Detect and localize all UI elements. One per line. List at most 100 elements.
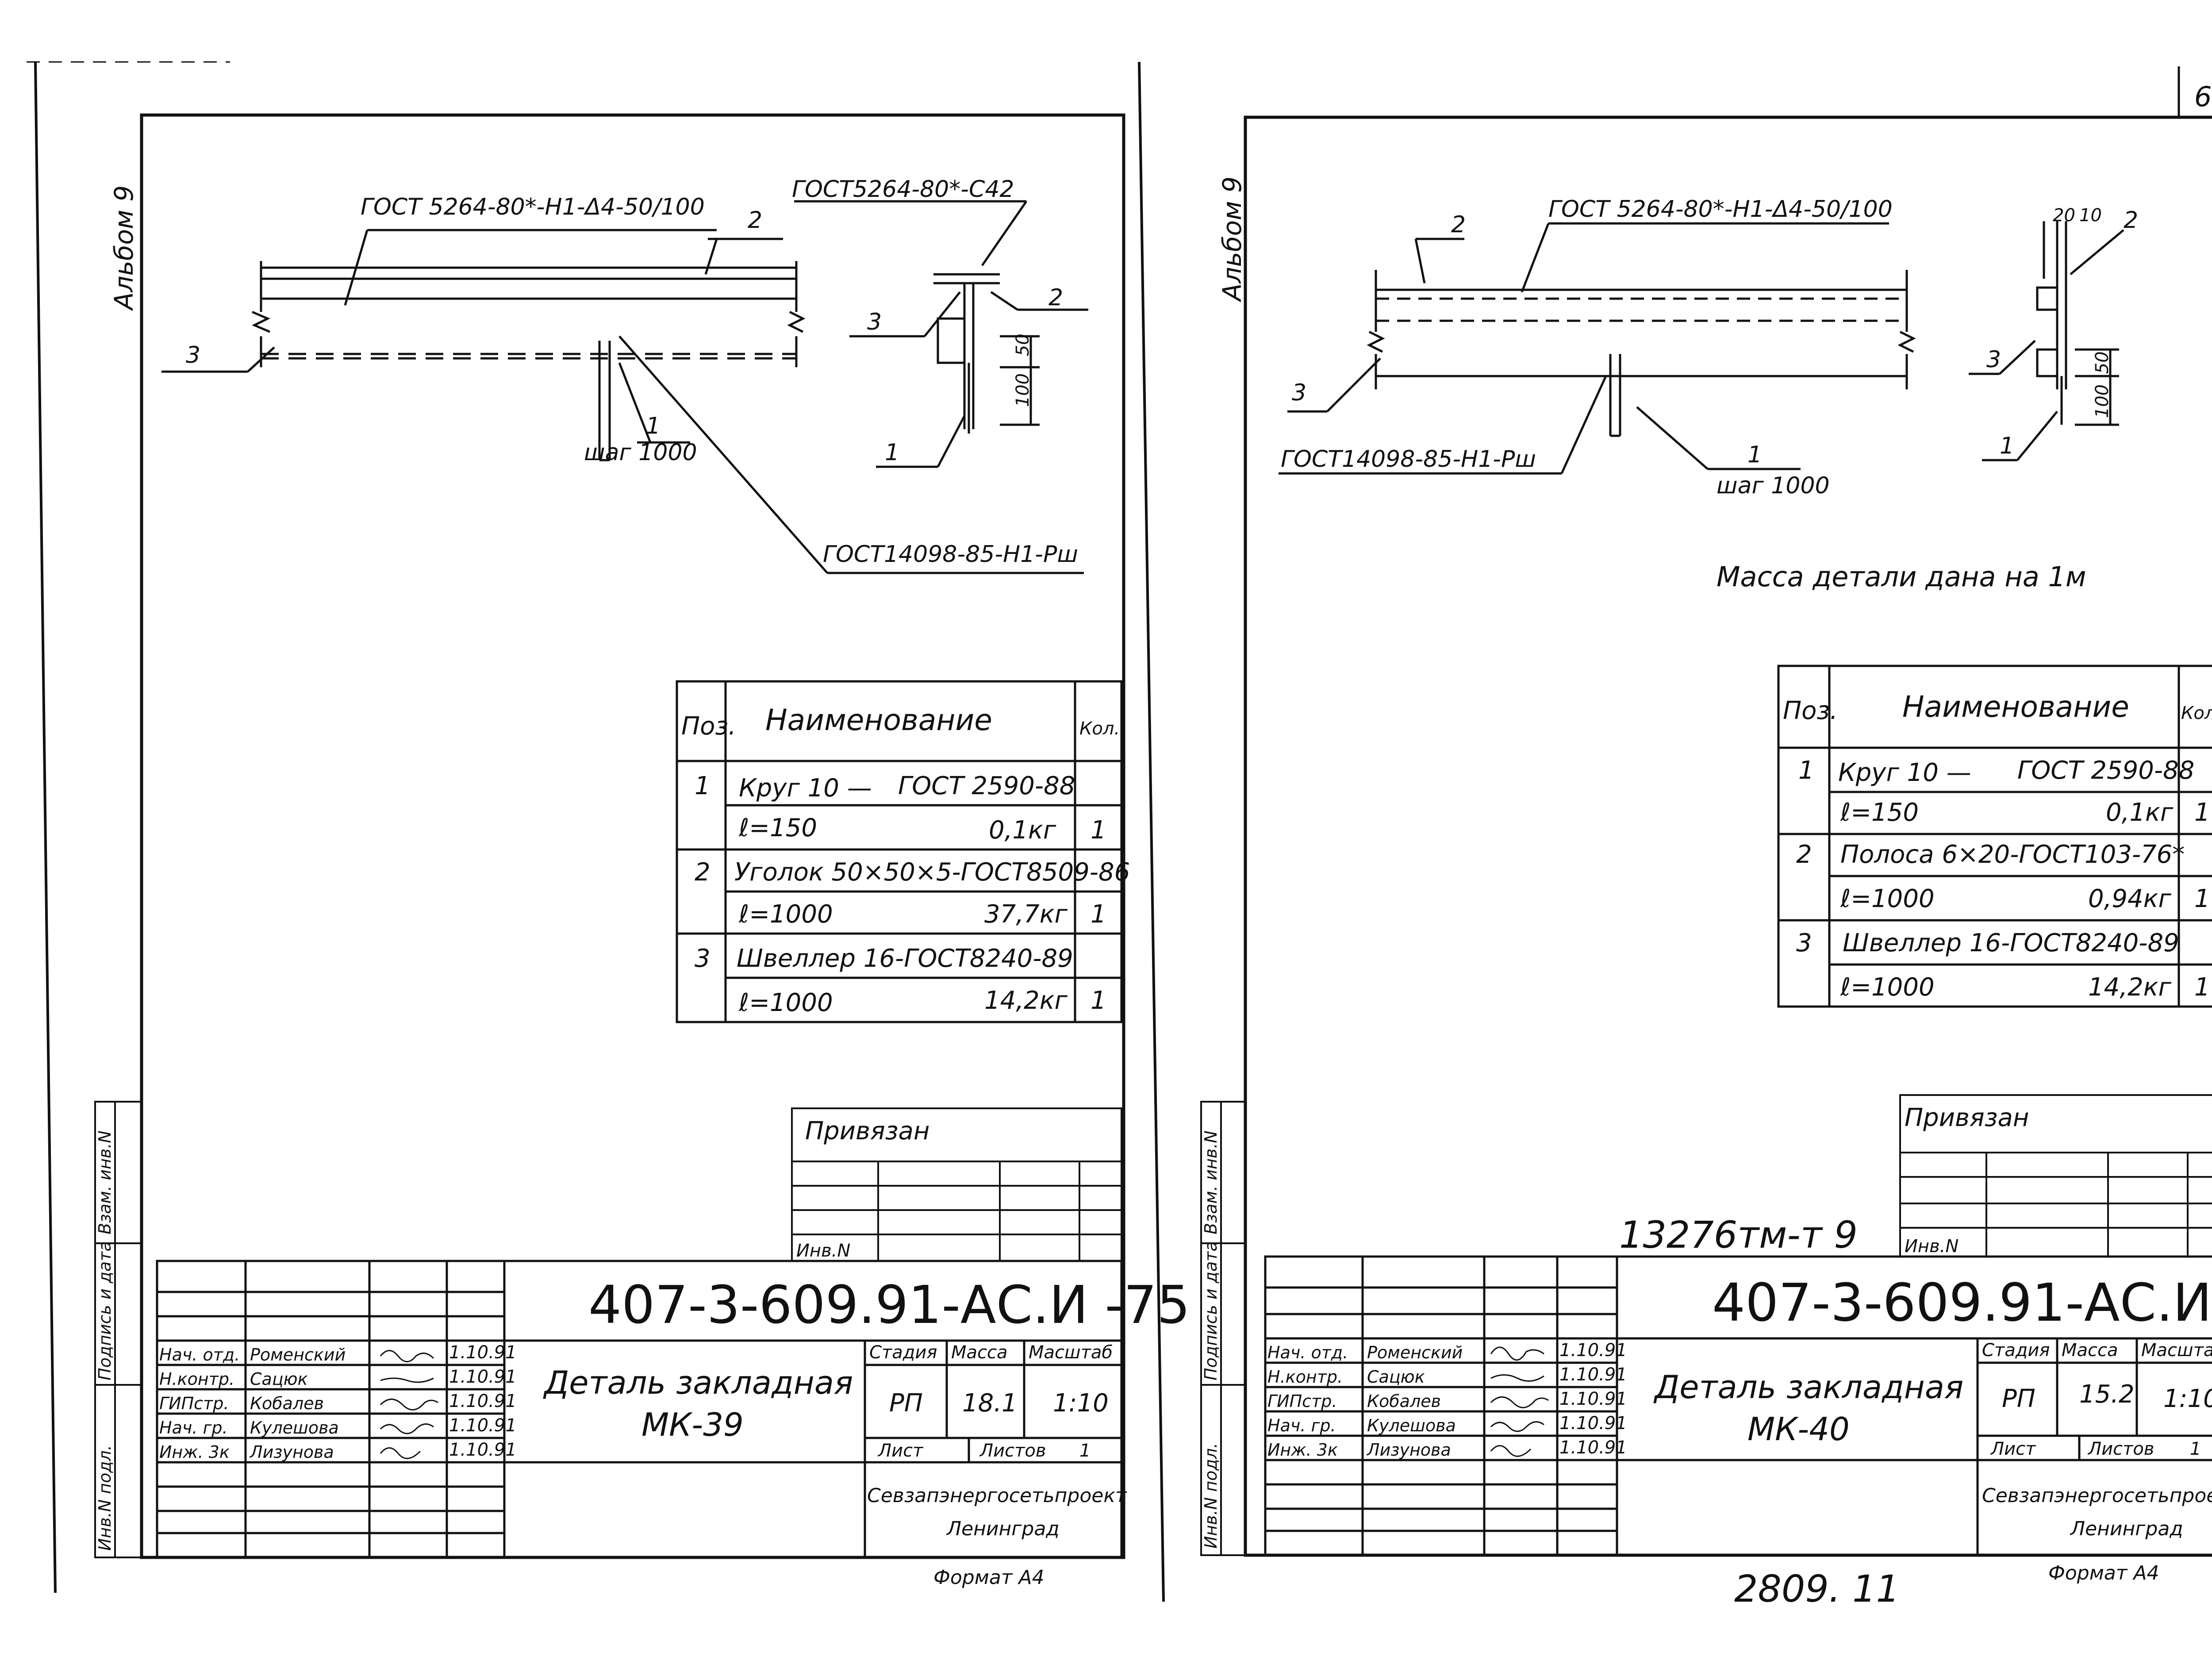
spec-header-qty: Кол. [2181,703,2212,723]
weld-callout-top: ГОСТ 5264-80*-Н1-Δ4-50/100 [1548,196,1893,223]
album-label: Альбом 9 [1217,177,1247,303]
pos-label: 1 [646,413,661,439]
sheet-1: Альбом 9 ГОС [94,113,1190,1589]
stamp-name: Роменский [250,1345,346,1365]
stamp-name: Кулешова [1367,1416,1456,1435]
stamp-stage: РП [889,1389,923,1418]
stamp-role: ГИПстр. [159,1394,229,1413]
pos-label: 3 [186,342,200,369]
spec-cell-qty: 1 [1091,900,1106,929]
spec-cell-pos: 1 [695,772,710,800]
signature-mark [380,1377,434,1383]
spec-cell-name: Круг 10 — [1838,758,1971,787]
page-number-box: 64 [2177,66,2212,119]
stamp-name: Сацюк [250,1369,308,1389]
spec-cell-name2: ГОСТ 2590-88 [2017,756,2194,785]
signature-mark [380,1447,421,1459]
stamp-role: Нач. гр. [159,1418,228,1438]
stamp-name: Кобалев [250,1394,324,1413]
stamp-scale-label: Масштаб [1029,1342,1113,1363]
stamp-role: Нач. гр. [1267,1416,1336,1435]
section-view [1969,221,2124,461]
spec-header-name: Наименование [1902,690,2129,724]
spec-rows: 1 Круг 10 — ГОСТ 2590-88 ℓ=150 0,1кг 1 2… [695,772,1130,1017]
dim-label: 50 [2092,351,2112,374]
stamp-scale: 1:10 [1053,1389,1109,1418]
spec-cell-qty: 1 [1091,816,1106,845]
pos-label: 3 [1986,346,2001,373]
stamp-mass: 15.2 [2079,1380,2135,1409]
spec-cell-name: Швеллер 16-ГОСТ8240-89 [737,944,1073,973]
stamp-date: 1.10.91 [449,1415,517,1436]
drawing-code: 407-3-609.91-АС.И -75 [588,1274,1190,1335]
stamp-role: Нач. отд. [159,1345,240,1365]
spec-cell-name: ℓ=150 [1840,798,1919,827]
spec-cell-qty: 1 [1091,986,1106,1015]
format-label: Формат А4 [2048,1562,2159,1584]
weld-callout-bottom: ГОСТ14098-85-Н1-Рш [1281,446,1536,473]
signature-mark [380,1423,434,1434]
spec-header-name: Наименование [765,703,992,737]
stamp-name: Лизунова [249,1442,334,1462]
pos-label: 2 [2124,207,2138,234]
spec-table-grid [676,680,1123,1023]
stamp-name: Сацюк [1367,1367,1425,1387]
privyazan-grid [1899,1094,2212,1257]
drawing-title: Деталь закладная [543,1364,853,1401]
stamp-role: Н.контр. [1267,1367,1343,1387]
stamp-date: 1.10.91 [1559,1365,1627,1385]
spec-cell-qty: 1 [2194,884,2210,913]
step-label: шаг 1000 [1717,473,1830,499]
spec-cell-mass: 0,1кг [989,816,1056,845]
bottom-handwritten: 2809. 11 [1734,1567,1900,1611]
stamp-sheets-label: Листов [979,1441,1046,1461]
pos-label: 2 [1451,211,1466,238]
stamp-stage-label: Стадия [869,1342,937,1363]
stamp-mass-label: Масса [2062,1340,2118,1361]
spec-cell-pos: 3 [1796,929,1812,957]
drawing-title: Деталь закладная [1653,1368,1963,1406]
dim-label: 100 [2092,384,2112,418]
spec-table-grid [1777,665,2212,1008]
stamp-mass: 18.1 [962,1389,1018,1418]
stamp-role: ГИПстр. [1267,1391,1337,1411]
spec-cell-mass: 14,2кг [2088,973,2172,1002]
signature-mark [1490,1445,1532,1457]
spec-cell-pos: 2 [1796,840,1812,869]
archive-handwritten: 13276тм-т 9 [1619,1213,1858,1257]
elevation-view [1279,222,1916,475]
privyazan-label: Привязан [805,1117,929,1145]
stamp-role: Инж. 3к [1267,1440,1338,1460]
stamp-signatures: Нач. отд. Н.контр. ГИПстр. Нач. гр. Инж.… [1267,1340,1627,1460]
pos-label: 3 [1292,380,1306,406]
weld-callout-top: ГОСТ 5264-80*-Н1-Δ4-50/100 [361,194,705,220]
inv-no-label: Инв.N [1905,1236,1959,1257]
title-block-grid [156,1260,1123,1559]
privyazan-grid [791,1107,1122,1262]
section-view [794,200,1088,468]
stamp-city: Ленинград [946,1518,1060,1540]
step-label: шаг 1000 [584,439,697,466]
stamp-date: 1.10.91 [1559,1413,1627,1434]
pos-label: 2 [1048,284,1063,311]
side-label-inv-podl: Инв.N подл. [1201,1443,1221,1549]
dim-label: 100 [1013,373,1033,407]
stamp-stage: РП [2002,1384,2035,1413]
pos-label: 2 [748,207,762,234]
stamp-role: Нач. отд. [1267,1343,1348,1362]
spec-cell-pos: 3 [695,944,710,973]
stamp-name: Роменский [1367,1343,1463,1362]
signature-mark [1490,1421,1544,1432]
spec-cell-name: ℓ=1000 [738,988,833,1017]
mass-note: Масса детали дана на 1м [1717,561,2086,593]
stamp-stage-label: Стадия [1982,1340,2050,1361]
dim-label: 10 [2079,205,2102,226]
signature-mark [1490,1396,1549,1408]
spec-cell-pos: 1 [1798,756,1814,785]
stamp-scale: 1:10 [2163,1384,2212,1413]
weld-callout-section: ГОСТ5264-80*-С42 [792,176,1014,203]
page-frame [27,61,1165,1602]
side-strip [1200,1101,1246,1556]
side-label-vzam: Взам. инв.N [1201,1130,1221,1234]
spec-cell-name: ℓ=1000 [1840,884,1935,913]
